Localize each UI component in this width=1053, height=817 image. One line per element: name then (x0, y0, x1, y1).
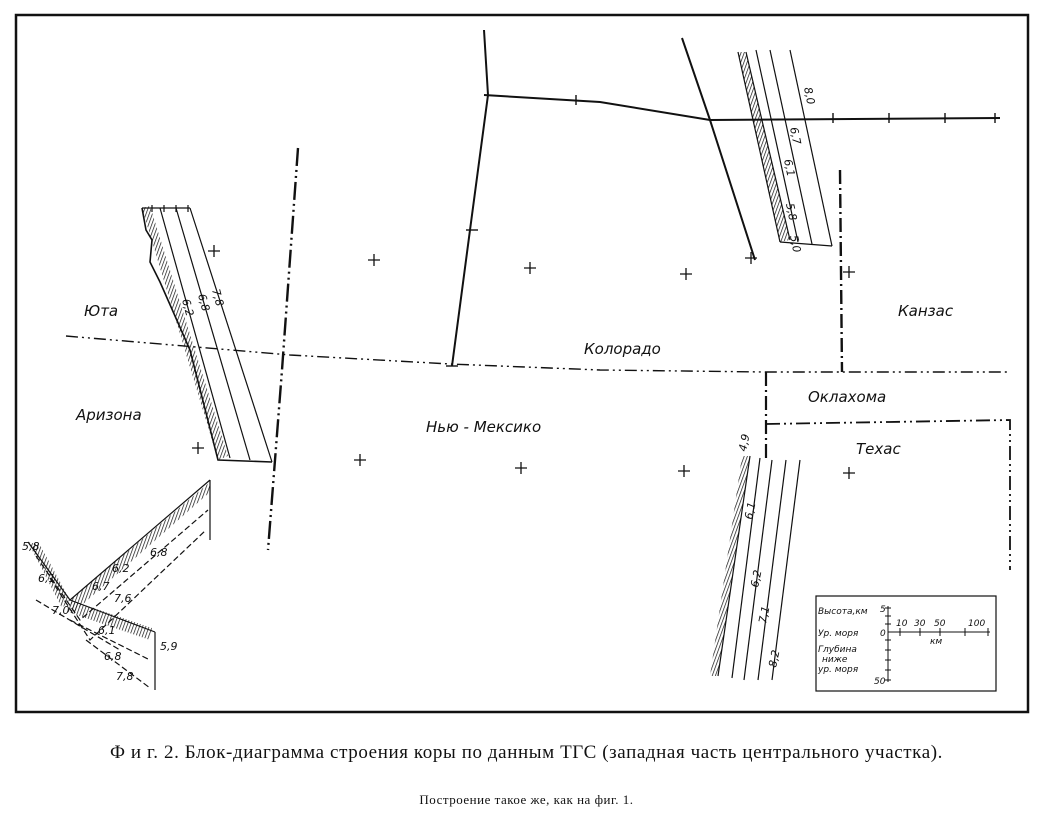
sw-velocity-7: 6,8 (150, 546, 168, 559)
block-diagram-map: 7,8 6,8 6,2 8,0 6,7 6,1 5,8 5,0 4,9 6,1 … (14, 13, 1030, 714)
ne-velocity-4: 5,8 (783, 202, 799, 222)
se-velocity-2: 6,1 (742, 501, 758, 521)
profile-lines (451, 29, 1001, 367)
west-velocity-2: 6,8 (195, 292, 212, 312)
ne-velocity-5: 5,0 (787, 234, 803, 254)
se-velocity-4: 7,1 (756, 605, 772, 625)
sw-block-velocity-labels: 5,8 6,1 7,0 6,7 6,2 7,6 6,8 6,1 6,8 5,9 … (22, 540, 178, 683)
legend-depth-label-3: ур. моря (817, 665, 859, 675)
se-block-velocity-labels: 4,9 6,1 6,2 7,1 8,2 (736, 433, 782, 669)
sw-velocity-9: 6,8 (104, 650, 122, 663)
ne-velocity-3: 6,1 (781, 158, 797, 178)
sw-block-diagram (27, 479, 211, 690)
legend-depth-label-2: ниже (822, 655, 848, 665)
state-oklahoma: Оклахома (808, 388, 886, 406)
sw-velocity-6: 7,6 (114, 592, 132, 605)
sw-velocity-1: 5,8 (22, 540, 40, 553)
se-velocity-5: 8,2 (766, 649, 782, 669)
state-texas: Техас (856, 440, 901, 458)
legend-scale-tick-3: 50 (934, 619, 946, 629)
state-colorado: Колорадо (584, 340, 661, 358)
legend-depth-label-1: Глубина (818, 645, 857, 655)
west-velocity-1: 7,8 (209, 287, 226, 307)
figure-subcaption: Построение такое же, как на фиг. 1. (419, 792, 634, 807)
map-frame (14, 13, 1030, 714)
boundary-colorado-kansas (838, 169, 844, 373)
west-crust-block (141, 205, 273, 463)
legend-scale-tick-1: 10 (896, 619, 908, 629)
se-crust-block (710, 455, 801, 681)
state-kansas: Канзас (898, 302, 954, 320)
state-boundaries (65, 147, 1011, 570)
figure-caption: Ф и г. 2. Блок-диаграмма строения коры п… (109, 742, 944, 763)
state-arizona: Аризона (75, 406, 142, 424)
legend-box: Высота,км 5 Ур. моря 0 Глубина ниже ур. … (815, 595, 997, 692)
legend-sea-value: 0 (880, 629, 886, 639)
ne-velocity-2: 6,7 (787, 126, 803, 146)
legend-depth-value: 50 (874, 677, 886, 687)
legend-scale-unit: км (930, 637, 942, 647)
ne-block-velocity-labels: 8,0 6,7 6,1 5,8 5,0 (781, 86, 817, 254)
grid-crosses (192, 245, 855, 479)
sw-velocity-5: 6,2 (112, 562, 130, 575)
boundary-utah-colorado (266, 147, 300, 551)
sw-velocity-10: 5,9 (160, 640, 178, 653)
sw-velocity-2: 6,1 (38, 572, 56, 585)
west-block-velocity-labels: 7,8 6,8 6,2 (179, 287, 226, 317)
ne-crust-block (737, 49, 833, 247)
legend-height-label: Высота,км (818, 607, 868, 617)
boundary-oklahoma-texas (765, 419, 1011, 570)
legend-height-value: 5 (880, 605, 886, 615)
legend-sea-level: Ур. моря (818, 629, 859, 639)
legend-scale-tick-2: 30 (914, 619, 926, 629)
legend-scale-tick-4: 100 (968, 619, 985, 629)
ne-velocity-1: 8,0 (801, 86, 817, 106)
sw-velocity-8: 6,1 (98, 624, 116, 637)
profile-ticks (446, 95, 996, 367)
west-velocity-3: 6,2 (179, 297, 196, 317)
sw-velocity-3: 7,0 (52, 604, 70, 617)
state-utah: Юта (84, 302, 118, 320)
se-velocity-3: 6,2 (748, 569, 764, 589)
sw-velocity-4: 6,7 (92, 580, 110, 593)
se-velocity-1: 4,9 (736, 433, 752, 453)
state-labels: Юта Колорадо Канзас Аризона Нью - Мексик… (75, 302, 954, 458)
boundary-utah-arizona-colorado-nm (65, 335, 1010, 373)
sw-velocity-11: 7,8 (116, 670, 134, 683)
state-new-mexico: Нью - Мексико (426, 418, 541, 436)
